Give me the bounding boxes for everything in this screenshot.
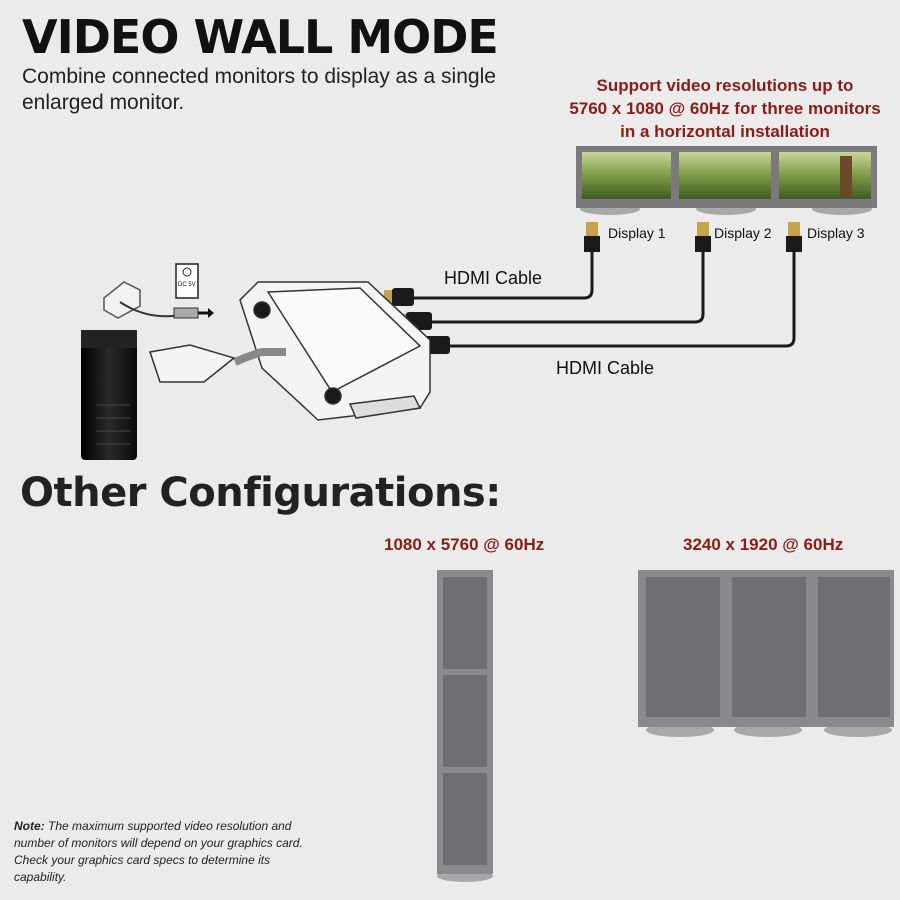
vertical-screen-1 (443, 577, 487, 669)
grid-resolution-label: 3240 x 1920 @ 60Hz (683, 535, 844, 554)
power-plug (173, 307, 199, 319)
tower-body (81, 330, 137, 460)
dc-jack-icon (175, 263, 199, 299)
support-line-1: Support video resolutions up to (596, 76, 854, 95)
hdmi-connector-display-1 (584, 222, 600, 252)
vertical-resolution-label: 1080 x 5760 @ 60Hz (384, 535, 545, 554)
hdmi-connector-display-2 (695, 222, 711, 252)
grid-screen-3 (818, 577, 890, 717)
adapter-screw (324, 387, 342, 405)
support-line-2: 5760 x 1080 @ 60Hz for three monitors (569, 99, 881, 118)
support-line-3: in a horizontal installation (620, 122, 830, 141)
computer-tower (81, 330, 137, 460)
note-label: Note: (14, 819, 45, 833)
adapter-usb-port (253, 301, 271, 319)
note-text: The maximum supported video resolution a… (14, 819, 303, 884)
support-resolution-text: Support video resolutions up to 5760 x 1… (550, 74, 900, 143)
dc-jack-label: DC 5V (178, 282, 196, 288)
grid-screen-1 (646, 577, 720, 717)
monitor-1-screen (582, 152, 671, 199)
monitor-2-screen (679, 152, 771, 199)
grid-monitor-wall (638, 570, 894, 737)
horizontal-monitor-wall (576, 146, 877, 215)
page-subtitle: Combine connected monitors to display as… (22, 65, 496, 114)
vertical-monitor-stack (437, 570, 493, 882)
video-wall-adapter (239, 281, 431, 421)
grid-screen-2 (732, 577, 806, 717)
other-configurations-heading: Other Configurations: (20, 470, 501, 516)
power-brick (103, 281, 141, 319)
cable-display-2 (432, 252, 705, 324)
tree-trunk-image (840, 156, 852, 196)
usb-cable (149, 344, 286, 383)
hdmi-cable-label-top: HDMI Cable (444, 268, 543, 288)
display-1-label: Display 1 (608, 225, 666, 241)
adapter-top-face (266, 287, 422, 393)
usb-plug (149, 344, 236, 383)
hdmi-cable-label-bottom: HDMI Cable (556, 358, 655, 378)
display-2-label: Display 2 (714, 225, 772, 241)
cable-display-1 (412, 252, 594, 300)
cable-display-3 (450, 252, 796, 348)
monitor-3-screen (779, 152, 871, 199)
vertical-screen-2 (443, 675, 487, 767)
display-3-label: Display 3 (807, 225, 865, 241)
vertical-screen-3 (443, 773, 487, 865)
power-supply (103, 263, 214, 319)
display-connectors (584, 222, 802, 252)
hdmi-cables (412, 252, 796, 348)
adapter-vent (348, 395, 422, 419)
tower-bays (96, 404, 130, 445)
footnote: Note: The maximum supported video resolu… (14, 818, 304, 886)
hdmi-connector-display-3 (786, 222, 802, 252)
page-title: VIDEO WALL MODE (22, 10, 499, 64)
